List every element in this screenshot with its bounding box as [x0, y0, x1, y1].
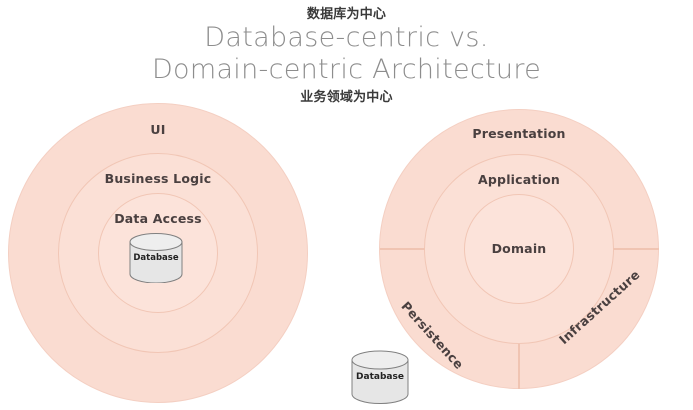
layer-domain[interactable]: Domain — [464, 194, 574, 304]
sector-divider-bottom — [518, 344, 520, 389]
layer-business-logic[interactable]: Business Logic — [58, 153, 258, 353]
page-title-line-2: Domain-centric Architecture — [151, 53, 542, 85]
page-title-line-1: Database-centric vs. — [204, 22, 489, 53]
layer-ui-label: UI — [150, 122, 166, 137]
annotation-domain-centric-cn: 业务领域为中心 — [300, 90, 393, 105]
layer-data-access-label: Data Access — [114, 211, 202, 226]
layer-domain-label: Domain — [491, 241, 547, 256]
layer-application-label: Application — [478, 172, 560, 187]
layer-presentation-label: Presentation — [472, 126, 566, 141]
database-cylinder-icon-left: Database — [128, 233, 184, 283]
page-title: Database-centric vs. Domain-centric Arch… — [0, 22, 693, 86]
sector-divider-right — [613, 248, 659, 250]
sector-divider-left — [380, 248, 425, 250]
database-cylinder-icon-external: Database — [350, 350, 410, 404]
database-cylinder-label-left: Database — [133, 253, 179, 263]
layer-business-logic-label: Business Logic — [104, 171, 212, 186]
database-cylinder-label-external: Database — [356, 372, 404, 382]
annotation-database-centric-cn: 数据库为中心 — [306, 7, 387, 22]
